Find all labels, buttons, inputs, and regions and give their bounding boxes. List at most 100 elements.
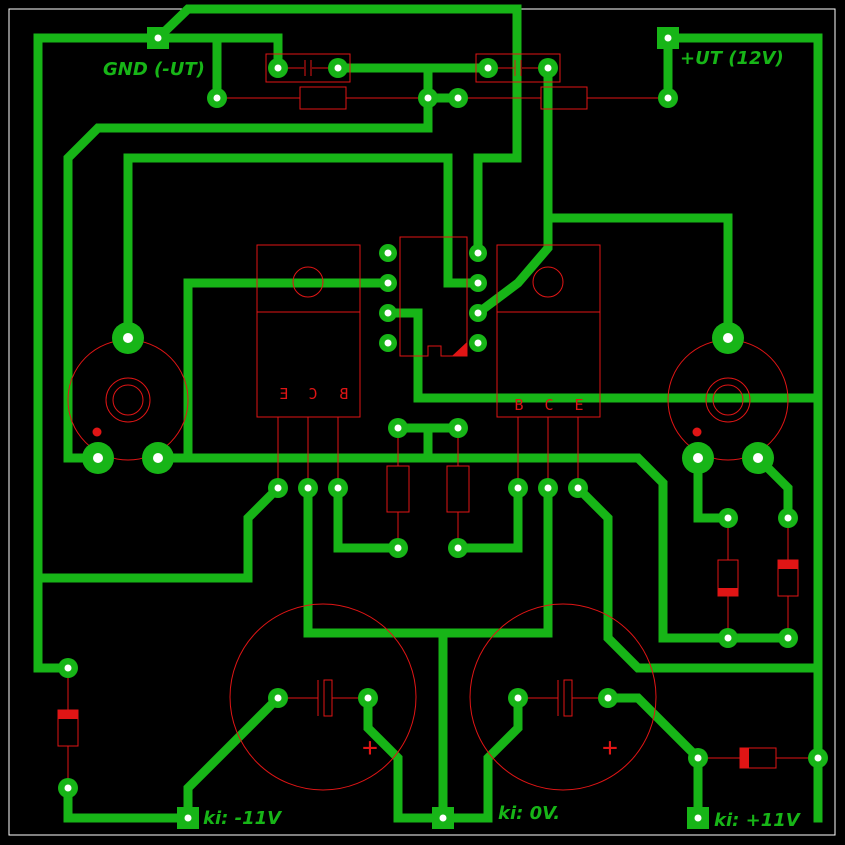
round-pad — [112, 322, 144, 354]
pad-hole — [814, 754, 822, 762]
pad-hole — [93, 453, 103, 463]
trace-pot-left-wiper — [123, 153, 483, 343]
round-pad — [598, 688, 618, 708]
round-pad — [418, 88, 438, 108]
pad-hole — [474, 309, 482, 317]
pad-hole — [484, 64, 492, 72]
pad-hole — [384, 309, 392, 317]
round-pad — [538, 58, 558, 78]
round-pad — [379, 274, 397, 292]
round-pad — [718, 508, 738, 528]
right-transistor-pin-b: B — [514, 396, 523, 414]
round-pad — [448, 418, 468, 438]
gnd-label: GND (-UT) — [103, 59, 205, 80]
round-pad — [448, 88, 468, 108]
pad-hole — [664, 34, 672, 42]
trace-left-loop — [63, 93, 433, 463]
trace-plus-out — [603, 693, 703, 823]
trace-collectors — [303, 483, 553, 638]
square-pad — [432, 807, 454, 829]
pad-hole — [454, 424, 462, 432]
square-pad — [657, 27, 679, 49]
round-pad — [508, 478, 528, 498]
pad-hole — [693, 453, 703, 463]
round-pad — [142, 442, 174, 474]
round-pad — [688, 748, 708, 768]
left-elcap-plus-mark: + — [362, 733, 378, 763]
right-transistor-pin-e: E — [574, 396, 583, 414]
ic-outline — [399, 236, 468, 357]
round-pad — [469, 334, 487, 352]
pad-hole — [153, 453, 163, 463]
round-pad — [388, 418, 408, 438]
right-elcap-plus-mark: + — [602, 733, 618, 763]
pad-hole — [184, 814, 192, 822]
diode-right-a-band — [718, 588, 738, 596]
pad-hole — [334, 484, 342, 492]
round-pad — [268, 58, 288, 78]
pad-hole — [514, 484, 522, 492]
pad-hole — [454, 94, 462, 102]
pad-hole — [723, 333, 733, 343]
round-pad — [568, 478, 588, 498]
pad-hole — [394, 424, 402, 432]
round-pad — [58, 778, 78, 798]
zero-input-label: ki: 0V. — [498, 803, 560, 824]
round-pad — [478, 58, 498, 78]
round-pad — [712, 322, 744, 354]
ic-pin1-marker — [452, 342, 467, 356]
round-pad — [469, 274, 487, 292]
pad-hole — [334, 64, 342, 72]
pad-hole — [514, 694, 522, 702]
pads — [58, 27, 828, 829]
round-pad — [379, 304, 397, 322]
pad-hole — [694, 754, 702, 762]
left-transistor-pin-e: E — [279, 385, 288, 403]
pad-hole — [724, 634, 732, 642]
transistor-right-outline — [496, 244, 601, 488]
top-resistor-left-outline — [217, 86, 428, 110]
round-pad — [379, 334, 397, 352]
round-pad — [388, 538, 408, 558]
pad-hole — [64, 784, 72, 792]
square-pad — [687, 807, 709, 829]
trace-right-b — [453, 483, 523, 553]
round-pad — [268, 478, 288, 498]
pad-hole — [384, 249, 392, 257]
pot-left-dot — [92, 427, 102, 437]
top-resistor-right-outline — [458, 86, 668, 110]
round-pad — [58, 658, 78, 678]
pad-hole — [474, 279, 482, 287]
pad-hole — [274, 64, 282, 72]
pad-hole — [394, 544, 402, 552]
round-pad — [469, 304, 487, 322]
square-pad — [177, 807, 199, 829]
trace-right-cap-down — [471, 63, 553, 320]
pad-hole — [784, 634, 792, 642]
elcap-left-outline — [229, 603, 417, 791]
pad-hole — [784, 514, 792, 522]
pad-hole — [424, 94, 432, 102]
pad-hole — [544, 484, 552, 492]
pad-hole — [304, 484, 312, 492]
pad-hole — [384, 279, 392, 287]
round-pad — [379, 244, 397, 262]
round-pad — [298, 478, 318, 498]
pad-hole — [123, 333, 133, 343]
round-pad — [469, 244, 487, 262]
pad-hole — [454, 544, 462, 552]
round-pad — [328, 58, 348, 78]
diode-right-b-band — [778, 560, 798, 569]
pad-hole — [474, 339, 482, 347]
right-transistor-pin-c: C — [544, 396, 553, 414]
trace-right-pot-wiper — [543, 213, 733, 343]
round-pad — [448, 538, 468, 558]
pad-hole — [213, 94, 221, 102]
pad-hole — [274, 484, 282, 492]
pad-hole — [439, 814, 447, 822]
pot-right-dot — [692, 427, 702, 437]
trace-main-bus — [153, 453, 793, 643]
round-pad — [207, 88, 227, 108]
pad-hole — [604, 694, 612, 702]
